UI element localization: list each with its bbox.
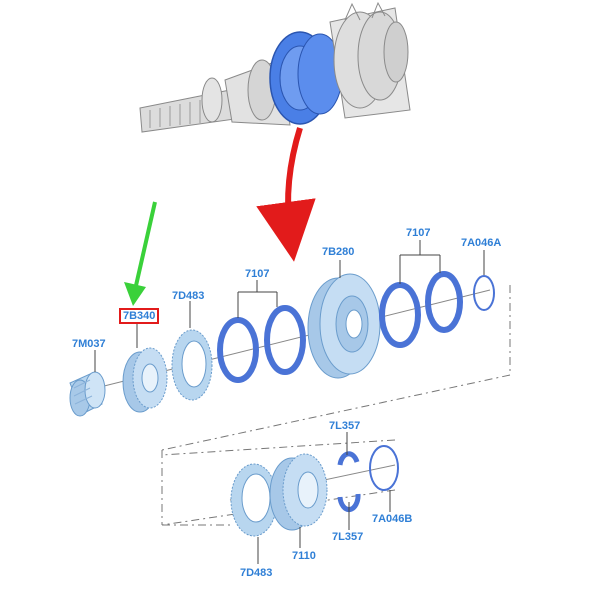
synchro-ring-7d483-top [171,329,213,401]
thrust-washers-7l357 [337,451,361,513]
gear-7b340 [122,347,168,413]
label-7m037: 7M037 [72,338,106,350]
label-7l357-bottom: 7L357 [332,531,364,543]
label-7d483-top: 7D483 [172,290,205,302]
label-7a046b: 7A046B [372,513,413,525]
synchro-hub-7b280 [307,273,381,379]
label-7107-right: 7107 [406,227,431,239]
snap-ring-7a046b [369,445,399,491]
label-7b340-highlighted: 7B340 [119,308,160,324]
snap-ring-7a046a [473,275,495,311]
needle-bearing-7m037 [69,371,106,417]
leader-7107-left [237,280,278,318]
label-7107-left: 7107 [245,268,270,280]
transmission-assembly [139,1,411,133]
label-7b280: 7B280 [322,246,355,258]
leader-7107-right [399,240,441,284]
label-7d483-bottom: 7D483 [240,567,273,579]
green-straight-arrow-icon [124,201,157,306]
red-curved-arrow-icon [256,127,316,262]
label-7a046a: 7A046A [461,237,502,249]
upper-assembly-frame [161,285,511,526]
retaining-rings-7107-right [379,271,463,348]
retaining-rings-7107-left [217,305,306,383]
label-7110: 7110 [292,550,316,562]
label-7l357-top: 7L357 [329,420,361,432]
gear-7110 [269,453,328,531]
